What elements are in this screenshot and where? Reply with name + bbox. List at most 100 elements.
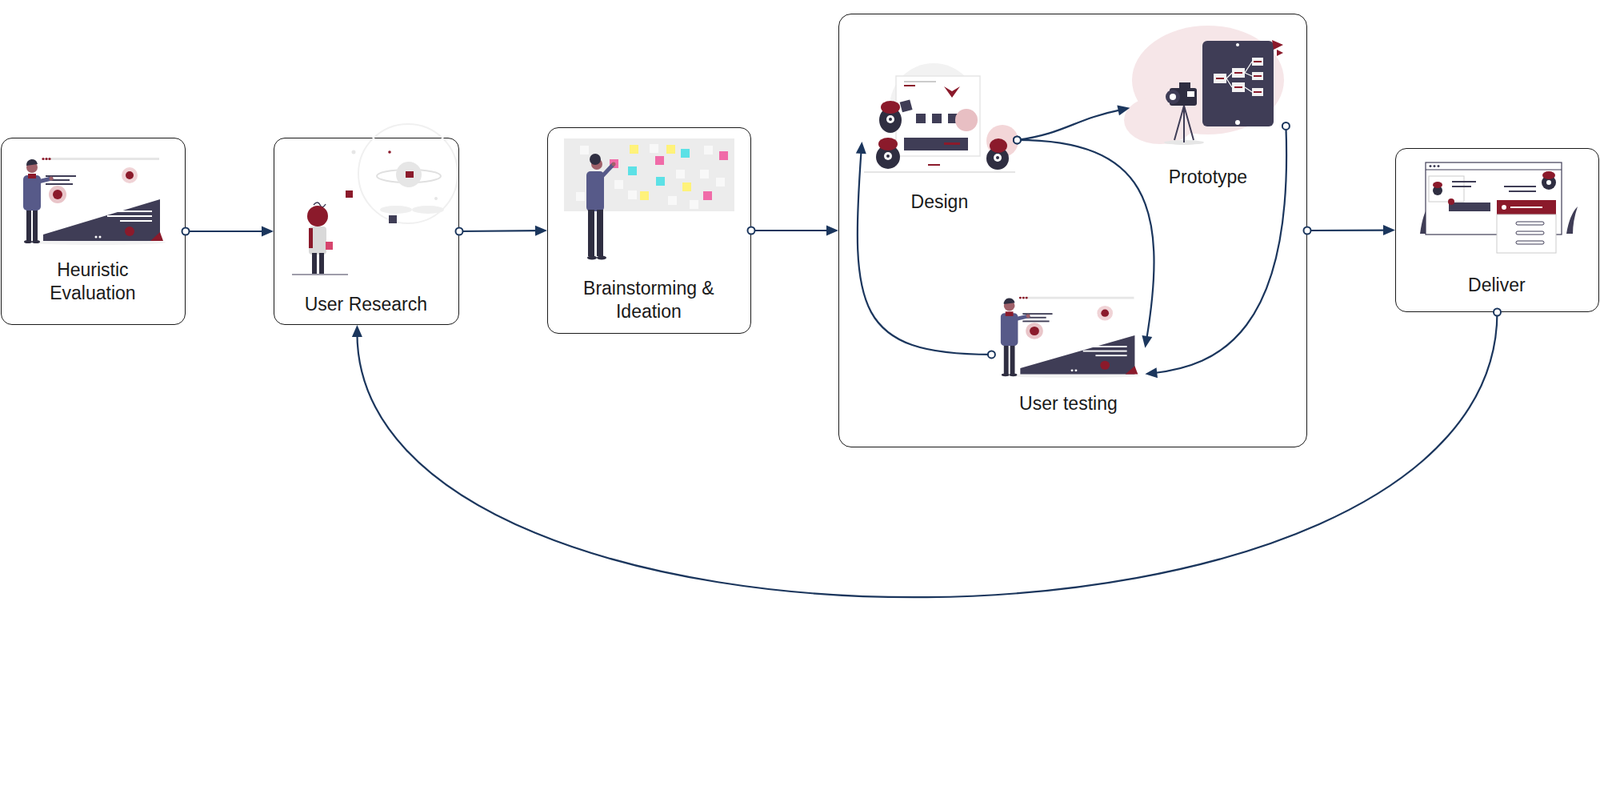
- research-illustration-part: [376, 169, 441, 183]
- design-illustration-part: [955, 108, 978, 132]
- testing-illustration: [1000, 296, 1140, 378]
- research-illustration-part: [312, 252, 317, 274]
- design-illustration-part: [904, 80, 936, 83]
- prototype-illustration-part: [1169, 93, 1176, 100]
- deliver-illustration-part: [1566, 206, 1578, 234]
- brainstorm-illustration-part: [719, 151, 728, 160]
- node-label: User Research: [277, 292, 454, 316]
- brainstorm-illustration-part: [700, 169, 709, 179]
- research-illustration-part: [358, 124, 458, 224]
- design-illustration-part: [989, 138, 1008, 153]
- deliver-illustration-part: [1428, 176, 1464, 202]
- connector-line: [356, 312, 1497, 597]
- deliver-illustration-part: [1546, 180, 1552, 185]
- arrow-head: [261, 226, 274, 237]
- brainstorm-illustration-part: [628, 166, 637, 176]
- research-illustration-part: [388, 215, 397, 224]
- connector: [1013, 104, 1131, 144]
- design-illustration-part: [889, 63, 978, 152]
- deliver-illustration-part: [1496, 200, 1556, 215]
- prototype-illustration-part: [1202, 40, 1274, 127]
- prototype-illustration-part: [1165, 89, 1180, 104]
- prototype-illustration-part: [1174, 105, 1194, 143]
- node-label: Design: [863, 190, 1016, 214]
- prototype-illustration-part: [1132, 25, 1284, 135]
- connector-port: [1493, 308, 1501, 316]
- connector: [456, 225, 548, 236]
- prototype-illustration-part: [1252, 57, 1264, 66]
- research-illustration-part: [434, 196, 438, 200]
- arrow-head: [1383, 224, 1396, 236]
- prototype-illustration-part: [1276, 49, 1284, 56]
- research-illustration-part: [292, 273, 348, 275]
- text-holder: User Research: [277, 292, 454, 316]
- text-holder: Deliver: [1404, 273, 1589, 297]
- deliver-illustration-part: [1452, 185, 1472, 188]
- prototype-illustration-part: [1253, 60, 1262, 63]
- research-illustration-part: [308, 228, 313, 248]
- brainstorm-illustration-part: [682, 182, 692, 192]
- connector-line: [1152, 125, 1287, 373]
- deliver-illustration-part: [1448, 202, 1491, 212]
- brainstorm-illustration-part: [564, 138, 735, 212]
- connector: [182, 226, 275, 237]
- connector-line: [1307, 228, 1388, 232]
- arrow-head: [1141, 335, 1152, 348]
- arrow-head: [352, 324, 363, 337]
- connector: [352, 308, 1501, 598]
- design-illustration-part: [886, 115, 895, 124]
- brainstorm-illustration-part: [666, 144, 676, 154]
- connector-port: [748, 227, 756, 235]
- brainstorm-illustration-part: [589, 153, 601, 165]
- design-illustration-part: [904, 137, 968, 151]
- research-illustration-part: [307, 205, 328, 227]
- prototype-illustration-part: [1232, 68, 1245, 78]
- research-illustration-part: [352, 150, 356, 155]
- design-illustration-part: [878, 137, 898, 151]
- deliver-illustration-part: [1542, 171, 1556, 180]
- text-holder: Prototype: [1132, 165, 1284, 189]
- connector-port: [1013, 136, 1021, 144]
- prototype-illustration: [1124, 25, 1284, 145]
- deliver-illustration-part: [1496, 214, 1556, 253]
- deliver-illustration-part: [1504, 185, 1536, 188]
- brainstorm-illustration-part: [596, 256, 607, 260]
- node-label: User testing: [992, 392, 1144, 416]
- research-illustration-part: [380, 205, 412, 214]
- prototype-illustration-part: [1235, 120, 1240, 125]
- design-illustration-part: [864, 171, 1016, 173]
- brainstorm-illustration-part: [629, 144, 639, 154]
- design-illustration-part: [986, 147, 1009, 170]
- brainstorm-illustration-part: [649, 144, 659, 153]
- process-box: Deliver: [1395, 148, 1600, 312]
- prototype-illustration-part: [1252, 88, 1264, 96]
- connector-port: [456, 228, 464, 236]
- connector-line: [459, 229, 540, 232]
- step-node: User testing: [991, 288, 1145, 420]
- deliver-illustration-part: [1432, 181, 1443, 188]
- evaluation-illustration: [23, 157, 166, 245]
- brainstorm-illustration-part: [689, 200, 699, 209]
- deliver-illustration-part: [1508, 190, 1536, 192]
- prototype-illustration-part: [1272, 40, 1284, 50]
- research-illustration: [292, 124, 458, 275]
- design-illustration-part: [900, 99, 913, 112]
- connector-port: [1013, 136, 1021, 144]
- brainstorm-illustration-part: [576, 192, 585, 201]
- deliver-illustration-part: [1429, 164, 1432, 168]
- research-illustration-part: [396, 161, 422, 188]
- brainstorm-illustration-part: [716, 177, 725, 187]
- node-label: Deliver: [1404, 273, 1589, 297]
- text-holder: Design: [863, 190, 1016, 214]
- connector-line: [1016, 109, 1122, 140]
- prototype-illustration-part: [1169, 88, 1197, 106]
- brainstorm-illustration-part: [600, 164, 613, 178]
- design-illustration-part: [996, 156, 1000, 160]
- design-illustration-part: [986, 124, 1019, 157]
- node-label: Prototype: [1132, 165, 1284, 189]
- design-illustration-part: [884, 152, 892, 160]
- design-illustration-part: [879, 107, 902, 133]
- brainstorm-illustration-part: [676, 169, 685, 179]
